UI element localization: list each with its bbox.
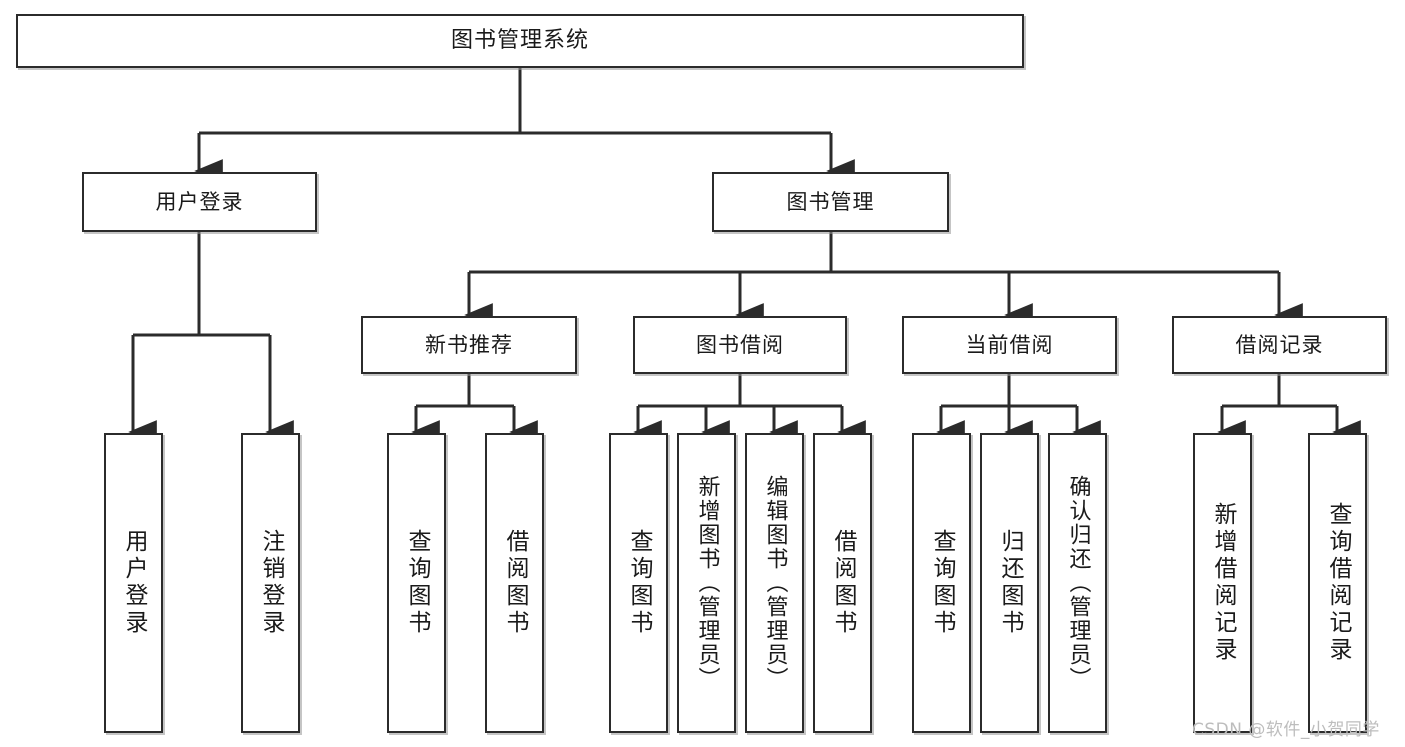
node-leaf-query-book-3[interactable]: 查询图书 <box>912 433 971 733</box>
node-root-label: 图书管理系统 <box>450 28 589 54</box>
watermark-csdn: CSDN @软件_小贺同学 <box>1192 720 1380 740</box>
node-borrow-record[interactable]: 借阅记录 <box>1172 316 1387 374</box>
node-book-manage[interactable]: 图书管理 <box>712 172 949 232</box>
node-leaf-query-record[interactable]: 查询借阅记录 <box>1308 433 1367 733</box>
node-current-borrow-label: 当前借阅 <box>965 332 1054 357</box>
node-book-borrow[interactable]: 图书借阅 <box>633 316 847 374</box>
node-leaf-add-book-label: 新增图书（管理员） <box>694 475 720 691</box>
node-leaf-borrow-book-2[interactable]: 借阅图书 <box>813 433 872 733</box>
node-leaf-query-book-2-label: 查询图书 <box>626 529 652 637</box>
node-leaf-query-book-1[interactable]: 查询图书 <box>387 433 446 733</box>
node-leaf-confirm-return-label: 确认归还（管理员） <box>1065 475 1091 691</box>
node-leaf-borrow-book-1-label: 借阅图书 <box>502 529 528 637</box>
node-root[interactable]: 图书管理系统 <box>16 14 1024 68</box>
node-leaf-return-book-label: 归还图书 <box>997 529 1023 637</box>
node-leaf-query-record-label: 查询借阅记录 <box>1325 502 1351 664</box>
node-borrow-record-label: 借阅记录 <box>1235 332 1324 357</box>
node-leaf-query-book-1-label: 查询图书 <box>404 529 430 637</box>
node-book-borrow-label: 图书借阅 <box>696 332 784 357</box>
node-user-login-label: 用户登录 <box>155 189 244 214</box>
node-leaf-edit-book[interactable]: 编辑图书（管理员） <box>745 433 804 733</box>
node-leaf-borrow-book-1[interactable]: 借阅图书 <box>485 433 544 733</box>
node-leaf-user-login-label: 用户登录 <box>121 529 147 637</box>
node-leaf-query-book-2[interactable]: 查询图书 <box>609 433 668 733</box>
node-current-borrow[interactable]: 当前借阅 <box>902 316 1117 374</box>
node-new-book-recommend[interactable]: 新书推荐 <box>361 316 577 374</box>
node-leaf-edit-book-label: 编辑图书（管理员） <box>762 475 788 691</box>
node-leaf-return-book[interactable]: 归还图书 <box>980 433 1039 733</box>
node-leaf-add-record[interactable]: 新增借阅记录 <box>1193 433 1252 733</box>
node-leaf-add-book[interactable]: 新增图书（管理员） <box>677 433 736 733</box>
node-new-book-recommend-label: 新书推荐 <box>425 332 513 357</box>
node-leaf-confirm-return[interactable]: 确认归还（管理员） <box>1048 433 1107 733</box>
node-book-manage-label: 图书管理 <box>786 189 875 214</box>
node-leaf-user-logout[interactable]: 注销登录 <box>241 433 300 733</box>
node-leaf-user-login[interactable]: 用户登录 <box>104 433 163 733</box>
node-leaf-add-record-label: 新增借阅记录 <box>1210 502 1236 664</box>
node-leaf-user-logout-label: 注销登录 <box>258 529 284 637</box>
node-user-login[interactable]: 用户登录 <box>82 172 317 232</box>
node-leaf-query-book-3-label: 查询图书 <box>929 529 955 637</box>
node-leaf-borrow-book-2-label: 借阅图书 <box>830 529 856 637</box>
